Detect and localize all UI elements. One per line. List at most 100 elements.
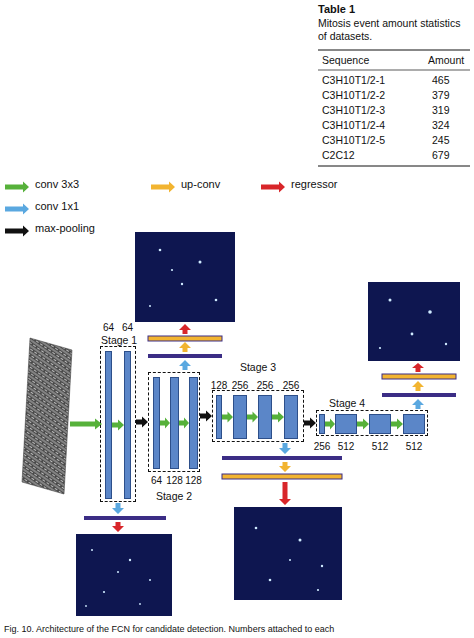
table-rule [318,50,470,51]
legend-arrow [260,181,286,193]
legend-arrow [4,181,30,193]
channel-number: 256 [283,380,300,391]
legend-arrow-shape [5,182,29,193]
channel-number: 64 [122,322,133,333]
feature-bar [148,354,222,358]
max-pooling-arrow [136,417,148,428]
feature-map: 64 [124,351,131,499]
legend-swatch [4,201,30,213]
upsampled-bar [222,474,342,479]
table-cell: C3H10T1/2-2 [322,89,385,101]
feature-map: 512 [335,414,357,434]
table-cell: C2C12 [322,149,355,161]
feature-map: 128 [189,377,198,469]
legend-swatch [4,179,30,191]
legend-text: regressor [291,178,337,190]
stage-label: Stage 3 [240,361,276,373]
feature-map: 256 [284,395,298,439]
heatmap-dots [149,249,217,307]
feature-map: 512 [403,414,425,434]
table-cell: C3H10T1/2-4 [322,119,385,131]
conv1x1-arrow [179,360,191,370]
feature-bar [382,393,456,397]
feature-map: 256 [319,414,325,434]
conv-arrow [179,418,189,429]
heatmap-dots [85,549,151,607]
regressor-arrow [412,363,424,372]
table-cell: 319 [432,104,450,116]
heatmap [368,282,460,361]
conv-arrow [272,412,284,423]
legend-swatch [150,179,176,191]
legend-swatch [4,223,30,235]
feature-bar [84,516,166,520]
stage-box: Stage 16464 [100,346,136,502]
feature-map: 64 [105,351,112,499]
regressor-arrow [112,522,124,532]
legend-text: up-conv [181,178,220,190]
conv1x1-arrow [412,399,424,409]
feature-map: 512 [369,414,391,434]
regressor-arrow [279,482,291,505]
table-cell: 324 [432,119,450,131]
table-header: Sequence [322,54,369,66]
conv-arrow [112,420,124,431]
channel-number: 512 [406,441,423,452]
legend-arrow-shape [261,182,285,193]
conv-arrow [325,419,335,430]
table-cell: C3H10T1/2-1 [322,74,385,86]
legend-arrow-shape [151,182,175,193]
table-rule [318,70,470,71]
stage-box: Stage 264128128 [148,372,200,472]
input-image [22,338,72,494]
heatmap-dots [255,527,323,591]
channel-number: 128 [185,475,202,486]
regressor-arrow [179,324,191,334]
upsampled-bar [148,336,222,341]
heatmap-dots [379,299,447,350]
conv1x1-arrow [279,443,291,454]
legend-arrow [4,203,30,215]
legend-text: conv 1x1 [35,200,79,212]
upconv-arrow [412,381,424,391]
table-rule [318,166,470,167]
figure-caption: Fig. 10. Architecture of the FCN for can… [4,624,472,634]
conv-arrow [247,412,258,423]
channel-number: 128 [166,475,183,486]
upsampled-bar [382,374,456,379]
max-pooling-arrow [304,418,316,429]
legend-arrow [150,181,176,193]
table-cell: 245 [432,134,450,146]
legend-arrow [4,225,30,237]
legend-swatch [260,179,286,191]
channel-number: 512 [338,441,355,452]
conv-arrow [391,419,403,430]
stage-label: Stage 4 [329,397,365,409]
channel-number: 64 [103,322,114,333]
table-cell: 679 [432,149,450,161]
legend-arrow-shape [5,204,29,215]
table-cell: 465 [432,74,450,86]
conv1x1-arrow [112,503,124,514]
legend-text: max-pooling [35,222,95,234]
conv-arrow [70,419,102,430]
table-header: Amount [428,54,464,66]
conv-arrow [160,418,170,429]
legend-text: conv 3x3 [35,178,79,190]
feature-map: 128 [216,395,222,439]
channel-number: 256 [257,380,274,391]
stage-label: Stage 2 [156,490,192,502]
table-cell: C3H10T1/2-3 [322,104,385,116]
table-caption: Mitosis event amount statistics of datas… [318,17,472,43]
feature-map: 128 [170,377,179,469]
heatmap [234,507,342,600]
channel-number: 256 [232,380,249,391]
channel-number: 128 [211,380,228,391]
feature-bar [222,456,342,460]
conv-arrow [357,419,369,430]
channel-number: 256 [314,441,331,452]
stage-box: Stage 3128256256256 [212,390,304,442]
